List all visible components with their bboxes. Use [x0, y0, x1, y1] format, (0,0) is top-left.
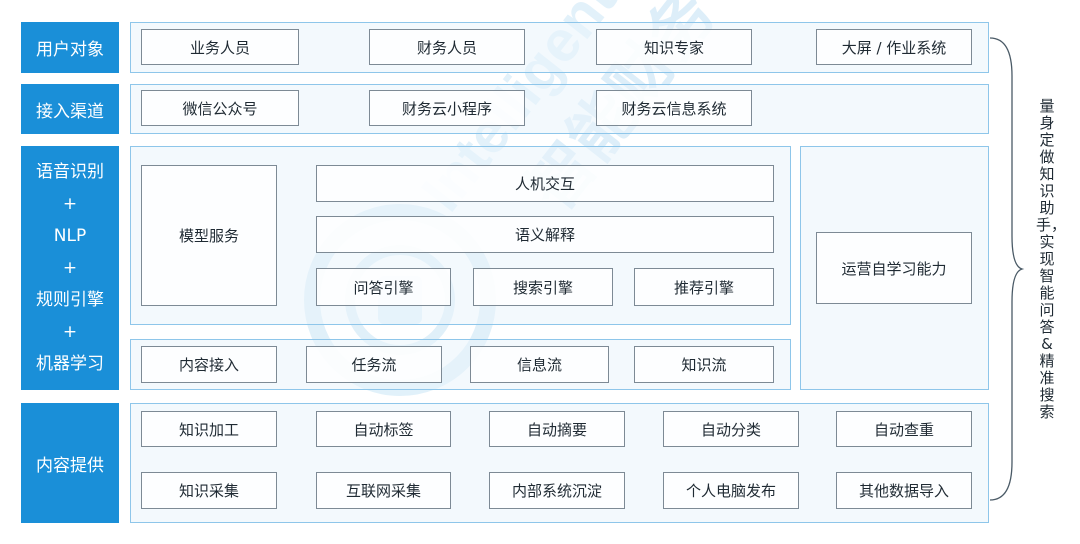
content-auto-dedup: 自动查重 [836, 411, 972, 447]
content-auto-classify: 自动分类 [663, 411, 799, 447]
row-label-content: 内容提供 [21, 403, 119, 523]
row-label-user-objects: 用户对象 [21, 22, 119, 73]
content-pc-publish: 个人电脑发布 [663, 472, 799, 509]
model-service-box: 模型服务 [141, 165, 277, 306]
side-note: 量身定做知识助手，实现智能问答&精准搜索 [1036, 97, 1067, 421]
knowledge-flow-box: 知识流 [634, 346, 774, 383]
cap-label-plus-2: + [62, 258, 78, 278]
content-knowledge-collect: 知识采集 [141, 472, 277, 509]
channel-finance-info-system: 财务云信息系统 [596, 90, 752, 126]
user-big-screen-system: 大屏 / 作业系统 [816, 29, 972, 65]
cap-label-plus-1: + [62, 194, 78, 214]
user-knowledge-expert: 知识专家 [596, 29, 752, 65]
cap-label-speech: 语音识别 [36, 162, 104, 182]
user-finance-staff: 财务人员 [369, 29, 525, 65]
row-label-access-channels: 接入渠道 [21, 84, 119, 134]
ops-self-learning-box: 运营自学习能力 [816, 232, 972, 304]
content-internet-collect: 互联网采集 [316, 472, 451, 509]
channel-wechat-official: 微信公众号 [141, 90, 299, 126]
content-knowledge-processing: 知识加工 [141, 411, 277, 447]
cap-label-nlp: NLP [53, 226, 87, 246]
content-other-import: 其他数据导入 [836, 472, 972, 509]
row-label-capabilities: 语音识别 + NLP + 规则引擎 + 机器学习 [21, 146, 119, 390]
content-auto-tag: 自动标签 [316, 411, 451, 447]
user-business-staff: 业务人员 [141, 29, 299, 65]
search-engine-box: 搜索引擎 [473, 268, 613, 306]
qa-engine-box: 问答引擎 [316, 268, 451, 306]
content-auto-summary: 自动摘要 [489, 411, 625, 447]
semantic-interpretation-box: 语义解释 [316, 216, 774, 253]
content-internal-system: 内部系统沉淀 [489, 472, 625, 509]
cap-label-ml: 机器学习 [36, 354, 104, 374]
cap-label-rule-engine: 规则引擎 [36, 290, 104, 310]
cap-label-plus-3: + [62, 322, 78, 342]
channel-finance-miniapp: 财务云小程序 [369, 90, 525, 126]
right-brace-icon [989, 37, 1025, 501]
info-flow-box: 信息流 [470, 346, 609, 383]
task-flow-box: 任务流 [306, 346, 442, 383]
content-access-box: 内容接入 [141, 346, 277, 383]
recommend-engine-box: 推荐引擎 [634, 268, 774, 306]
human-machine-interaction-box: 人机交互 [316, 165, 774, 202]
